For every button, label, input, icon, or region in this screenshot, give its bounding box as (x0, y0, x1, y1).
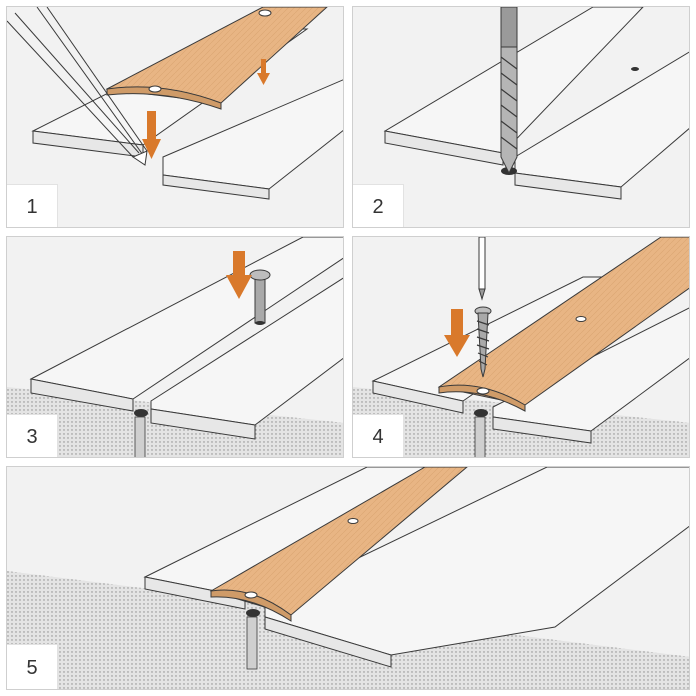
dowel (246, 616, 258, 670)
step-2-illustration (383, 7, 689, 200)
right-board (492, 307, 689, 444)
right-board (264, 467, 689, 668)
step-number-badge: 5 (7, 645, 57, 689)
step-3-illustration (7, 237, 343, 457)
transition-profile (437, 237, 689, 412)
step-5-panel: 5 (6, 466, 690, 690)
drill-bit-icon (500, 7, 518, 175)
step-number-badge: 3 (7, 415, 57, 457)
arrow-down-icon (444, 309, 470, 357)
right-board (150, 277, 343, 440)
dowel-hole (134, 416, 146, 457)
step-number-badge: 4 (353, 415, 403, 457)
step-1-illustration (7, 7, 343, 200)
transition-profile (209, 467, 468, 622)
arrow-down-icon (257, 59, 270, 85)
step-2-panel: 2 (352, 6, 690, 228)
arrow-down-icon (226, 251, 252, 299)
step-number-badge: 2 (353, 185, 403, 227)
step-5-illustration (7, 467, 689, 689)
dowel-icon (249, 269, 271, 325)
screw-icon (474, 306, 492, 378)
arrow-down-icon (142, 111, 161, 159)
step-4-panel: 4 (352, 236, 690, 458)
screwdriver-icon (478, 237, 486, 301)
step-3-panel: 3 (6, 236, 344, 458)
transition-profile (105, 7, 328, 110)
pencil-icon (7, 7, 148, 166)
right-board (162, 79, 343, 200)
step-number-badge: 1 (7, 185, 57, 227)
step-4-illustration (353, 237, 689, 457)
step-1-panel: 1 (6, 6, 344, 228)
